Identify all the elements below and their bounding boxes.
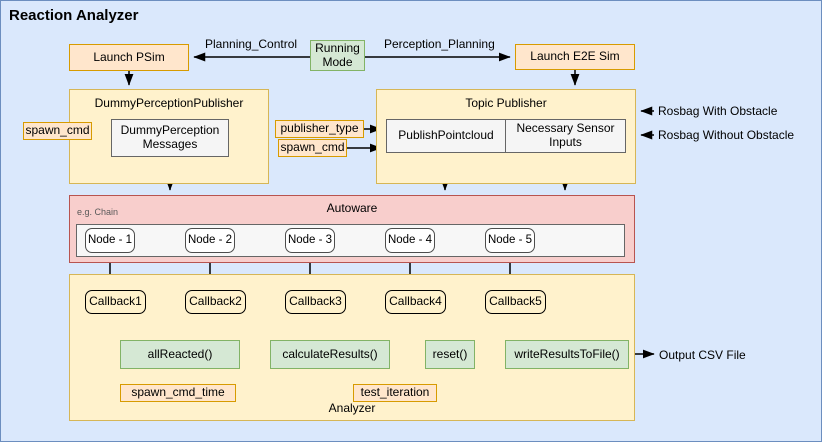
node-1: Node - 1 — [85, 228, 135, 253]
callback-2: Callback2 — [185, 290, 246, 314]
planning-control-label: Planning_Control — [205, 37, 298, 51]
launch-psim-box: Launch PSim — [69, 44, 189, 71]
dummy-perception-publisher-title: DummyPerceptionPublisher — [94, 96, 244, 110]
callback-1: Callback1 — [85, 290, 146, 314]
topic-publisher-inner-row: PublishPointcloud Necessary Sensor Input… — [386, 119, 626, 153]
callback-3: Callback3 — [285, 290, 346, 314]
node-chain-strip — [76, 224, 625, 257]
reset-box: reset() — [425, 340, 475, 369]
node-4: Node - 4 — [385, 228, 435, 253]
spawn-cmd-label-left: spawn_cmd — [23, 122, 92, 140]
running-mode-box: Running Mode — [310, 40, 365, 71]
spawn-cmd-time-label: spawn_cmd_time — [120, 384, 236, 402]
callback-4: Callback4 — [385, 290, 446, 314]
callback-5: Callback5 — [485, 290, 546, 314]
rosbag-without-obstacle-label: Rosbag Without Obstacle — [658, 128, 795, 142]
rosbag-with-obstacle-label: Rosbag With Obstacle — [658, 104, 778, 118]
write-results-to-file-box: writeResultsToFile() — [505, 340, 629, 369]
autoware-title: Autoware — [326, 201, 378, 215]
publish-pointcloud-box: PublishPointcloud — [398, 128, 494, 143]
node-5: Node - 5 — [485, 228, 535, 253]
perception-planning-label: Perception_Planning — [384, 37, 495, 51]
page-title: Reaction Analyzer — [9, 7, 139, 24]
test-iteration-label: test_iteration — [353, 384, 437, 402]
all-reacted-box: allReacted() — [120, 340, 240, 369]
dummy-perception-messages-box: DummyPerception Messages — [111, 119, 229, 157]
output-csv-file-label: Output CSV File — [659, 348, 746, 362]
necessary-sensor-inputs-box: Necessary Sensor Inputs — [505, 120, 625, 152]
analyzer-title: Analyzer — [328, 401, 376, 415]
spawn-cmd-label-right: spawn_cmd — [278, 139, 347, 157]
publisher-type-label: publisher_type — [275, 120, 364, 138]
node-3: Node - 3 — [285, 228, 335, 253]
node-2: Node - 2 — [185, 228, 235, 253]
chain-note: e.g. Chain — [77, 207, 119, 217]
launch-e2e-sim-box: Launch E2E Sim — [515, 44, 635, 70]
topic-publisher-title: Topic Publisher — [465, 96, 547, 110]
calculate-results-box: calculateResults() — [270, 340, 390, 369]
